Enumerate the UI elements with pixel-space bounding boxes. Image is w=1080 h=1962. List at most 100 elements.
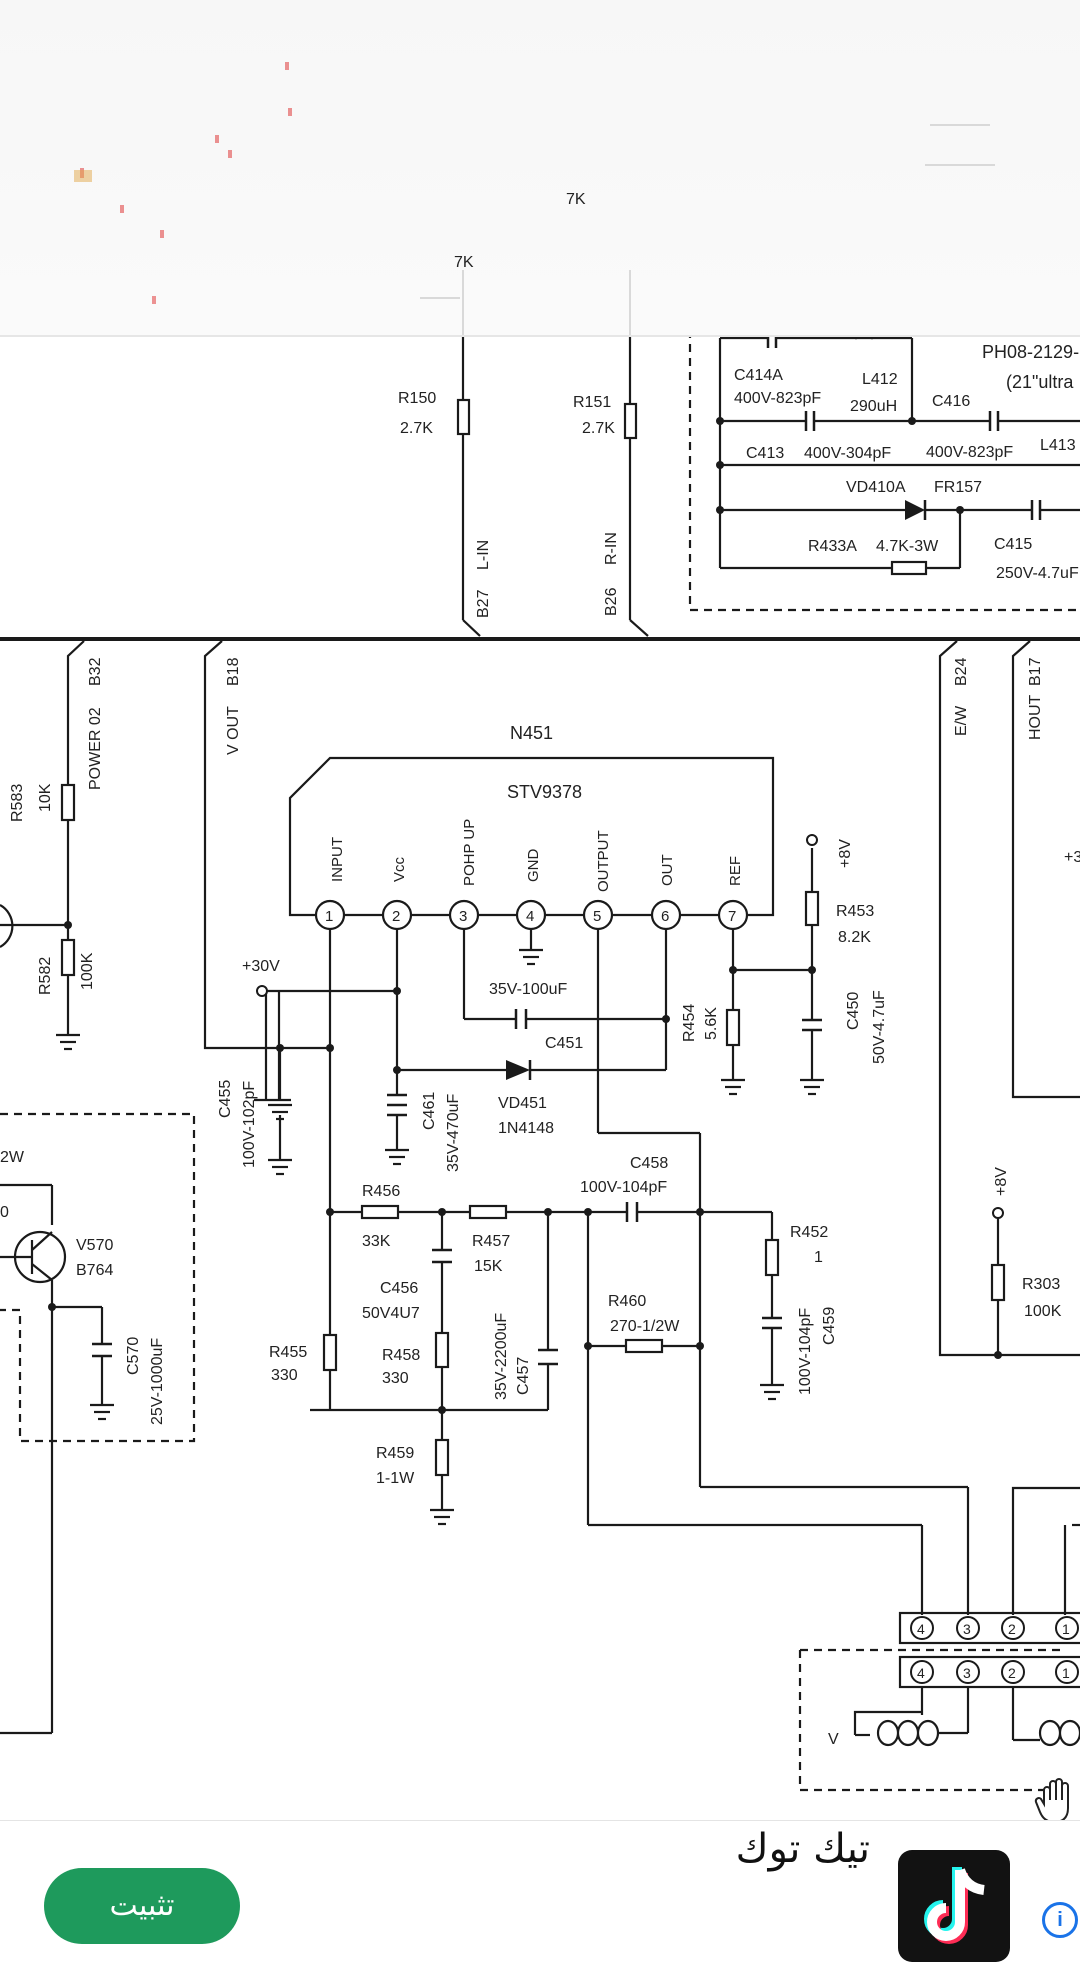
ad-app-name[interactable]: تيك توك bbox=[735, 1826, 870, 1872]
label-v: V bbox=[828, 1731, 839, 1748]
install-button[interactable]: تثبيت bbox=[44, 1868, 240, 1944]
ic-pin3-name: POHP UP bbox=[461, 819, 478, 886]
ic-pin2-name: Vcc bbox=[391, 856, 408, 882]
label-l413: L413 bbox=[1040, 437, 1076, 454]
schematic-diagram: R150 2.7K R151 2.7K L-IN R-IN B27 B26 C4… bbox=[0, 270, 1080, 1792]
label-power02: POWER 02 bbox=[87, 707, 104, 790]
label-r456: R456 bbox=[362, 1183, 400, 1200]
label-c570-val: 25V-1000uF bbox=[149, 1338, 166, 1425]
label-plus3: +3 bbox=[1064, 849, 1080, 866]
label-b18: B18 bbox=[225, 657, 242, 686]
label-l412: L412 bbox=[862, 371, 898, 388]
label-c458-val: 100V-104pF bbox=[580, 1179, 667, 1196]
label-vout: V OUT bbox=[225, 706, 242, 755]
label-c570: C570 bbox=[125, 1337, 142, 1375]
conn-pin-3: 3 bbox=[963, 1621, 971, 1637]
info-icon[interactable]: i bbox=[1042, 1902, 1078, 1938]
label-c415-val: 250V-4.7uF bbox=[996, 565, 1079, 582]
label-c457-val: 35V-2200uF bbox=[493, 1313, 510, 1400]
label-c455: C455 bbox=[217, 1080, 234, 1118]
label-c458: C458 bbox=[630, 1155, 668, 1172]
label-b27: B27 bbox=[475, 589, 492, 618]
conn2-pin-2: 2 bbox=[1008, 1665, 1016, 1681]
conn2-pin-3: 3 bbox=[963, 1665, 971, 1681]
ic-pin7-num: 7 bbox=[728, 908, 736, 925]
ic-pin5-num: 5 bbox=[593, 908, 601, 925]
label-c459: C459 bbox=[821, 1307, 838, 1345]
label-r150: R150 bbox=[398, 390, 436, 407]
conn-pin-4: 4 bbox=[917, 1621, 925, 1637]
ic-part: STV9378 bbox=[507, 782, 582, 802]
label-ew: E/W bbox=[953, 705, 970, 736]
label-c451: C451 bbox=[545, 1035, 583, 1052]
label-c415: C415 bbox=[994, 536, 1032, 553]
label-fr157: FR157 bbox=[934, 479, 982, 496]
label-c459-val: 100V-104pF bbox=[797, 1308, 814, 1395]
label-v570: V570 bbox=[76, 1237, 113, 1254]
faded-remnants: 7K 7K bbox=[74, 62, 995, 335]
label-c450: C450 bbox=[845, 992, 862, 1030]
label-c456-val: 50V4U7 bbox=[362, 1305, 420, 1322]
label-vd451: VD451 bbox=[498, 1095, 547, 1112]
ic-pin6-name: OUT bbox=[659, 854, 676, 886]
label-r460: R460 bbox=[608, 1293, 646, 1310]
label-r455-val: 330 bbox=[271, 1367, 298, 1384]
label-c457: C457 bbox=[515, 1357, 532, 1395]
label-c451-val: 35V-100uF bbox=[489, 981, 568, 998]
label-r458-val: 330 bbox=[382, 1370, 409, 1387]
label-r150-val: 2.7K bbox=[400, 420, 433, 437]
ic-ref: N451 bbox=[510, 723, 553, 743]
faded-label-7k-2: 7K bbox=[454, 254, 474, 271]
label-r457-val: 15K bbox=[474, 1258, 503, 1275]
label-r458: R458 bbox=[382, 1347, 420, 1364]
label-c416: C416 bbox=[932, 393, 970, 410]
tiktok-app-icon[interactable] bbox=[898, 1850, 1010, 1962]
label-30v: +30V bbox=[242, 958, 280, 975]
ic-pin1-num: 1 bbox=[325, 908, 333, 925]
label-b24: B24 bbox=[953, 657, 970, 686]
ic-pin4-name: GND bbox=[525, 849, 542, 883]
label-8v: +8V bbox=[837, 839, 854, 868]
label-r303: R303 bbox=[1022, 1276, 1060, 1293]
label-c461: C461 bbox=[421, 1092, 438, 1130]
label-c414a-val: 400V-823pF bbox=[734, 390, 821, 407]
label-b32: B32 bbox=[87, 657, 104, 686]
label-r582: R582 bbox=[37, 957, 54, 995]
conn-pin-1: 1 bbox=[1062, 1621, 1070, 1637]
label-r459-val: 1-1W bbox=[376, 1470, 415, 1487]
label-b26: B26 bbox=[603, 587, 620, 616]
label-r433a: R433A bbox=[808, 538, 857, 555]
faded-image-region: 7K 7K bbox=[0, 0, 1080, 337]
label-c416-val: 400V-823pF bbox=[926, 444, 1013, 461]
ic-pin5-name: OUTPUT bbox=[595, 830, 612, 892]
ic-pin3-num: 3 bbox=[459, 908, 467, 925]
label-l-in: L-IN bbox=[475, 540, 492, 570]
label-c450-val: 50V-4.7uF bbox=[871, 990, 888, 1064]
conn2-pin-1: 1 bbox=[1062, 1665, 1070, 1681]
label-r460-val: 270-1/2W bbox=[610, 1318, 680, 1335]
label-c413-val: 400V-304pF bbox=[804, 445, 891, 462]
label-l412-val: 290uH bbox=[850, 398, 897, 415]
label-r459: R459 bbox=[376, 1445, 414, 1462]
tiktok-logo-icon bbox=[924, 1867, 985, 1944]
label-c455-val: 100V-102pF bbox=[241, 1081, 258, 1168]
label-r454-val: 5.6K bbox=[703, 1007, 720, 1040]
ic-pin7-name: REF bbox=[727, 856, 744, 886]
label-ultra: (21"ultra bbox=[1006, 372, 1074, 392]
label-c413: C413 bbox=[746, 445, 784, 462]
label-hout: HOUT bbox=[1027, 694, 1044, 740]
ic-pin4-num: 4 bbox=[526, 908, 534, 925]
label-r582-val: 100K bbox=[79, 952, 96, 990]
label-r452-val: 1 bbox=[814, 1249, 823, 1266]
label-vd410a: VD410A bbox=[846, 479, 906, 496]
label-zero: 0 bbox=[0, 1204, 9, 1221]
conn2-pin-4: 4 bbox=[917, 1665, 925, 1681]
label-v570-val: B764 bbox=[76, 1262, 113, 1279]
label-r456-val: 33K bbox=[362, 1233, 391, 1250]
label-2w: 2W bbox=[0, 1149, 25, 1166]
label-r151-val: 2.7K bbox=[582, 420, 615, 437]
label-r453-val: 8.2K bbox=[838, 929, 871, 946]
ic-pin1-name: INPUT bbox=[329, 837, 346, 882]
label-b17: B17 bbox=[1027, 657, 1044, 686]
image-viewer[interactable]: R150 2.7K R151 2.7K L-IN R-IN B27 B26 C4… bbox=[0, 0, 1080, 1820]
